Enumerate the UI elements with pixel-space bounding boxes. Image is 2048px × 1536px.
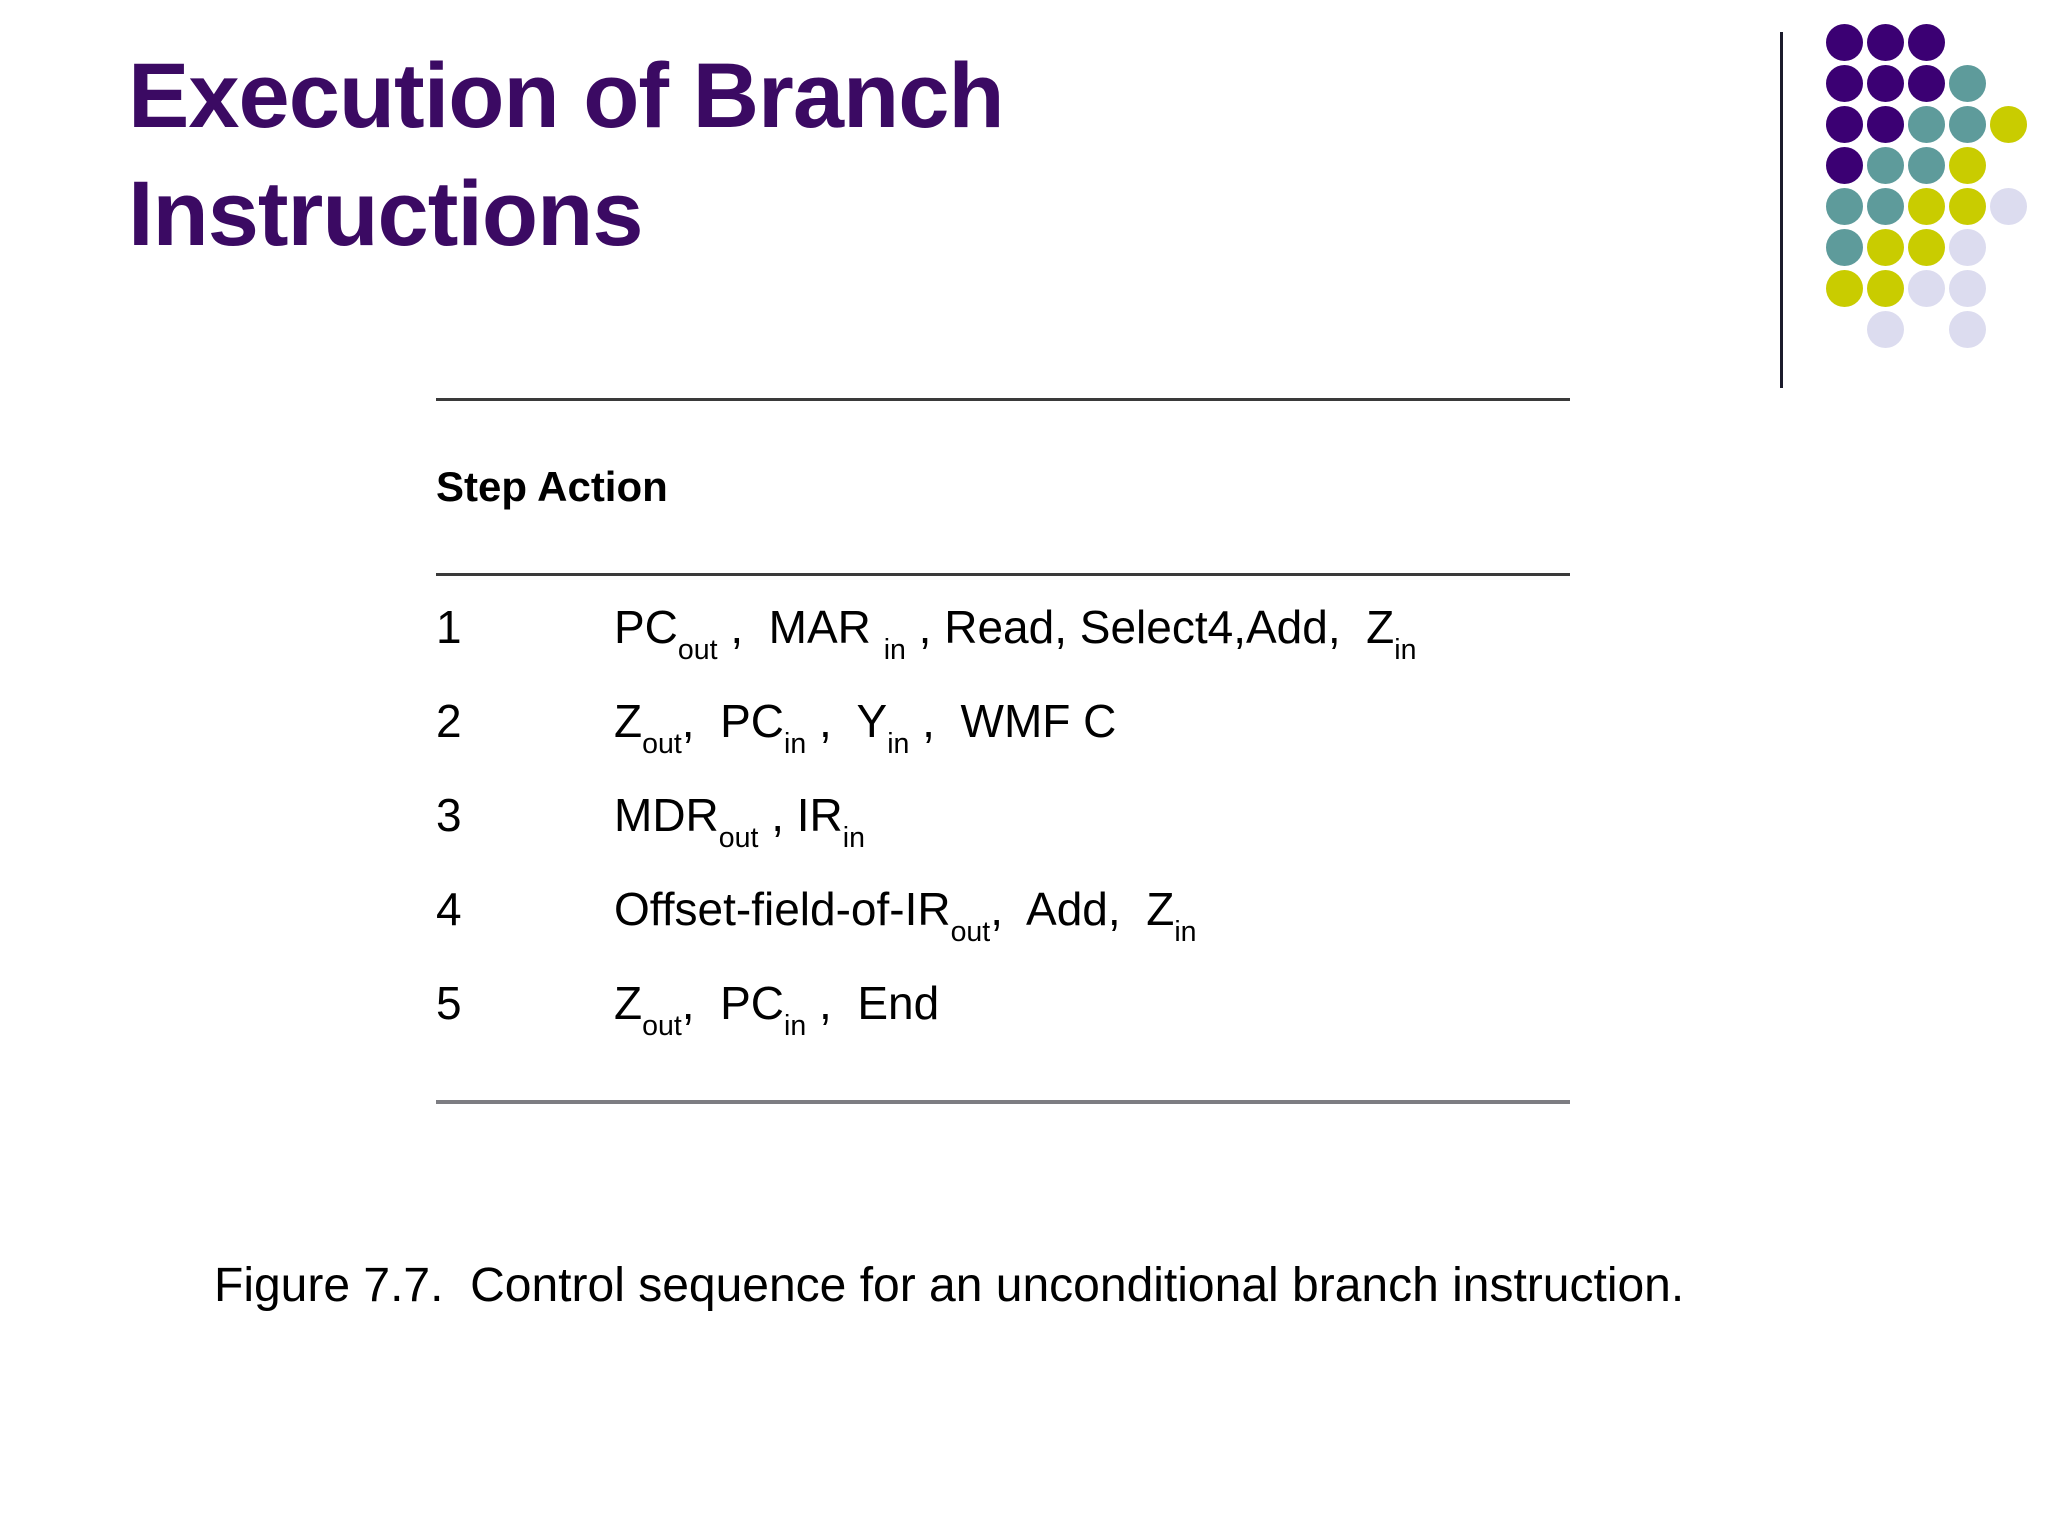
logo-dot-purple <box>1826 24 1863 61</box>
logo-dot-yellow <box>1949 188 1986 225</box>
logo-dot-purple <box>1826 147 1863 184</box>
logo-dot-lavender <box>1990 188 2027 225</box>
step-number: 3 <box>436 789 462 841</box>
logo-dot-lavender <box>1867 311 1904 348</box>
logo-dot-teal <box>1826 229 1863 266</box>
logo-dot-teal <box>1908 106 1945 143</box>
step-number: 1 <box>436 601 462 653</box>
dot-matrix-logo <box>1826 24 2036 364</box>
page-title: Execution of Branch Instructions <box>128 45 1005 265</box>
logo-dot-teal <box>1867 188 1904 225</box>
table-row: 3 MDRout , IRin <box>436 788 1570 882</box>
step-number: 5 <box>436 977 462 1029</box>
table-rule-middle <box>436 573 1570 576</box>
table-body: 1 PCout , MAR in , Read, Select4,Add, Zin… <box>436 576 1570 1100</box>
logo-dot-lavender <box>1949 270 1986 307</box>
logo-dot-purple <box>1867 24 1904 61</box>
logo-dot-lavender <box>1949 229 1986 266</box>
logo-dot-yellow <box>1867 229 1904 266</box>
step-action: Zout, PCin , End <box>614 977 940 1043</box>
logo-dot-teal <box>1949 106 1986 143</box>
logo-dot-purple <box>1908 65 1945 102</box>
control-sequence-table: Step Action 1 PCout , MAR in , Read, Sele… <box>436 398 1570 1104</box>
step-action: MDRout , IRin <box>614 789 865 855</box>
table-row: 1 PCout , MAR in , Read, Select4,Add, Zin <box>436 600 1570 694</box>
logo-dot-teal <box>1867 147 1904 184</box>
figure-caption: Figure 7.7. Control sequence for an unco… <box>214 1259 1685 1312</box>
step-number: 2 <box>436 695 462 747</box>
logo-dot-lavender <box>1908 270 1945 307</box>
logo-dot-teal <box>1908 147 1945 184</box>
logo-dot-yellow <box>1908 188 1945 225</box>
logo-dot-yellow <box>1908 229 1945 266</box>
table-row: 5 Zout, PCin , End <box>436 976 1570 1070</box>
table-row: 4 Offset-field-of-IRout, Add, Zin <box>436 882 1570 976</box>
logo-dot-teal <box>1949 65 1986 102</box>
logo-dot-purple <box>1867 65 1904 102</box>
step-action: Offset-field-of-IRout, Add, Zin <box>614 883 1197 949</box>
logo-dot-purple <box>1826 65 1863 102</box>
logo-dot-lavender <box>1949 311 1986 348</box>
table-rule-bottom <box>436 1100 1570 1104</box>
table-rule-top <box>436 398 1570 401</box>
logo-divider-rule <box>1780 32 1783 388</box>
step-action: Zout, PCin , Yin , WMF C <box>614 695 1117 761</box>
logo-dot-teal <box>1826 188 1863 225</box>
logo-dot-yellow <box>1949 147 1986 184</box>
logo-dot-yellow <box>1867 270 1904 307</box>
step-number: 4 <box>436 883 462 935</box>
logo-dot-yellow <box>1990 106 2027 143</box>
logo-dot-yellow <box>1826 270 1863 307</box>
logo-dot-purple <box>1908 24 1945 61</box>
table-column-header: Step Action <box>436 463 668 510</box>
logo-dot-purple <box>1826 106 1863 143</box>
step-action: PCout , MAR in , Read, Select4,Add, Zin <box>614 601 1417 667</box>
table-row: 2 Zout, PCin , Yin , WMF C <box>436 694 1570 788</box>
logo-dot-purple <box>1867 106 1904 143</box>
